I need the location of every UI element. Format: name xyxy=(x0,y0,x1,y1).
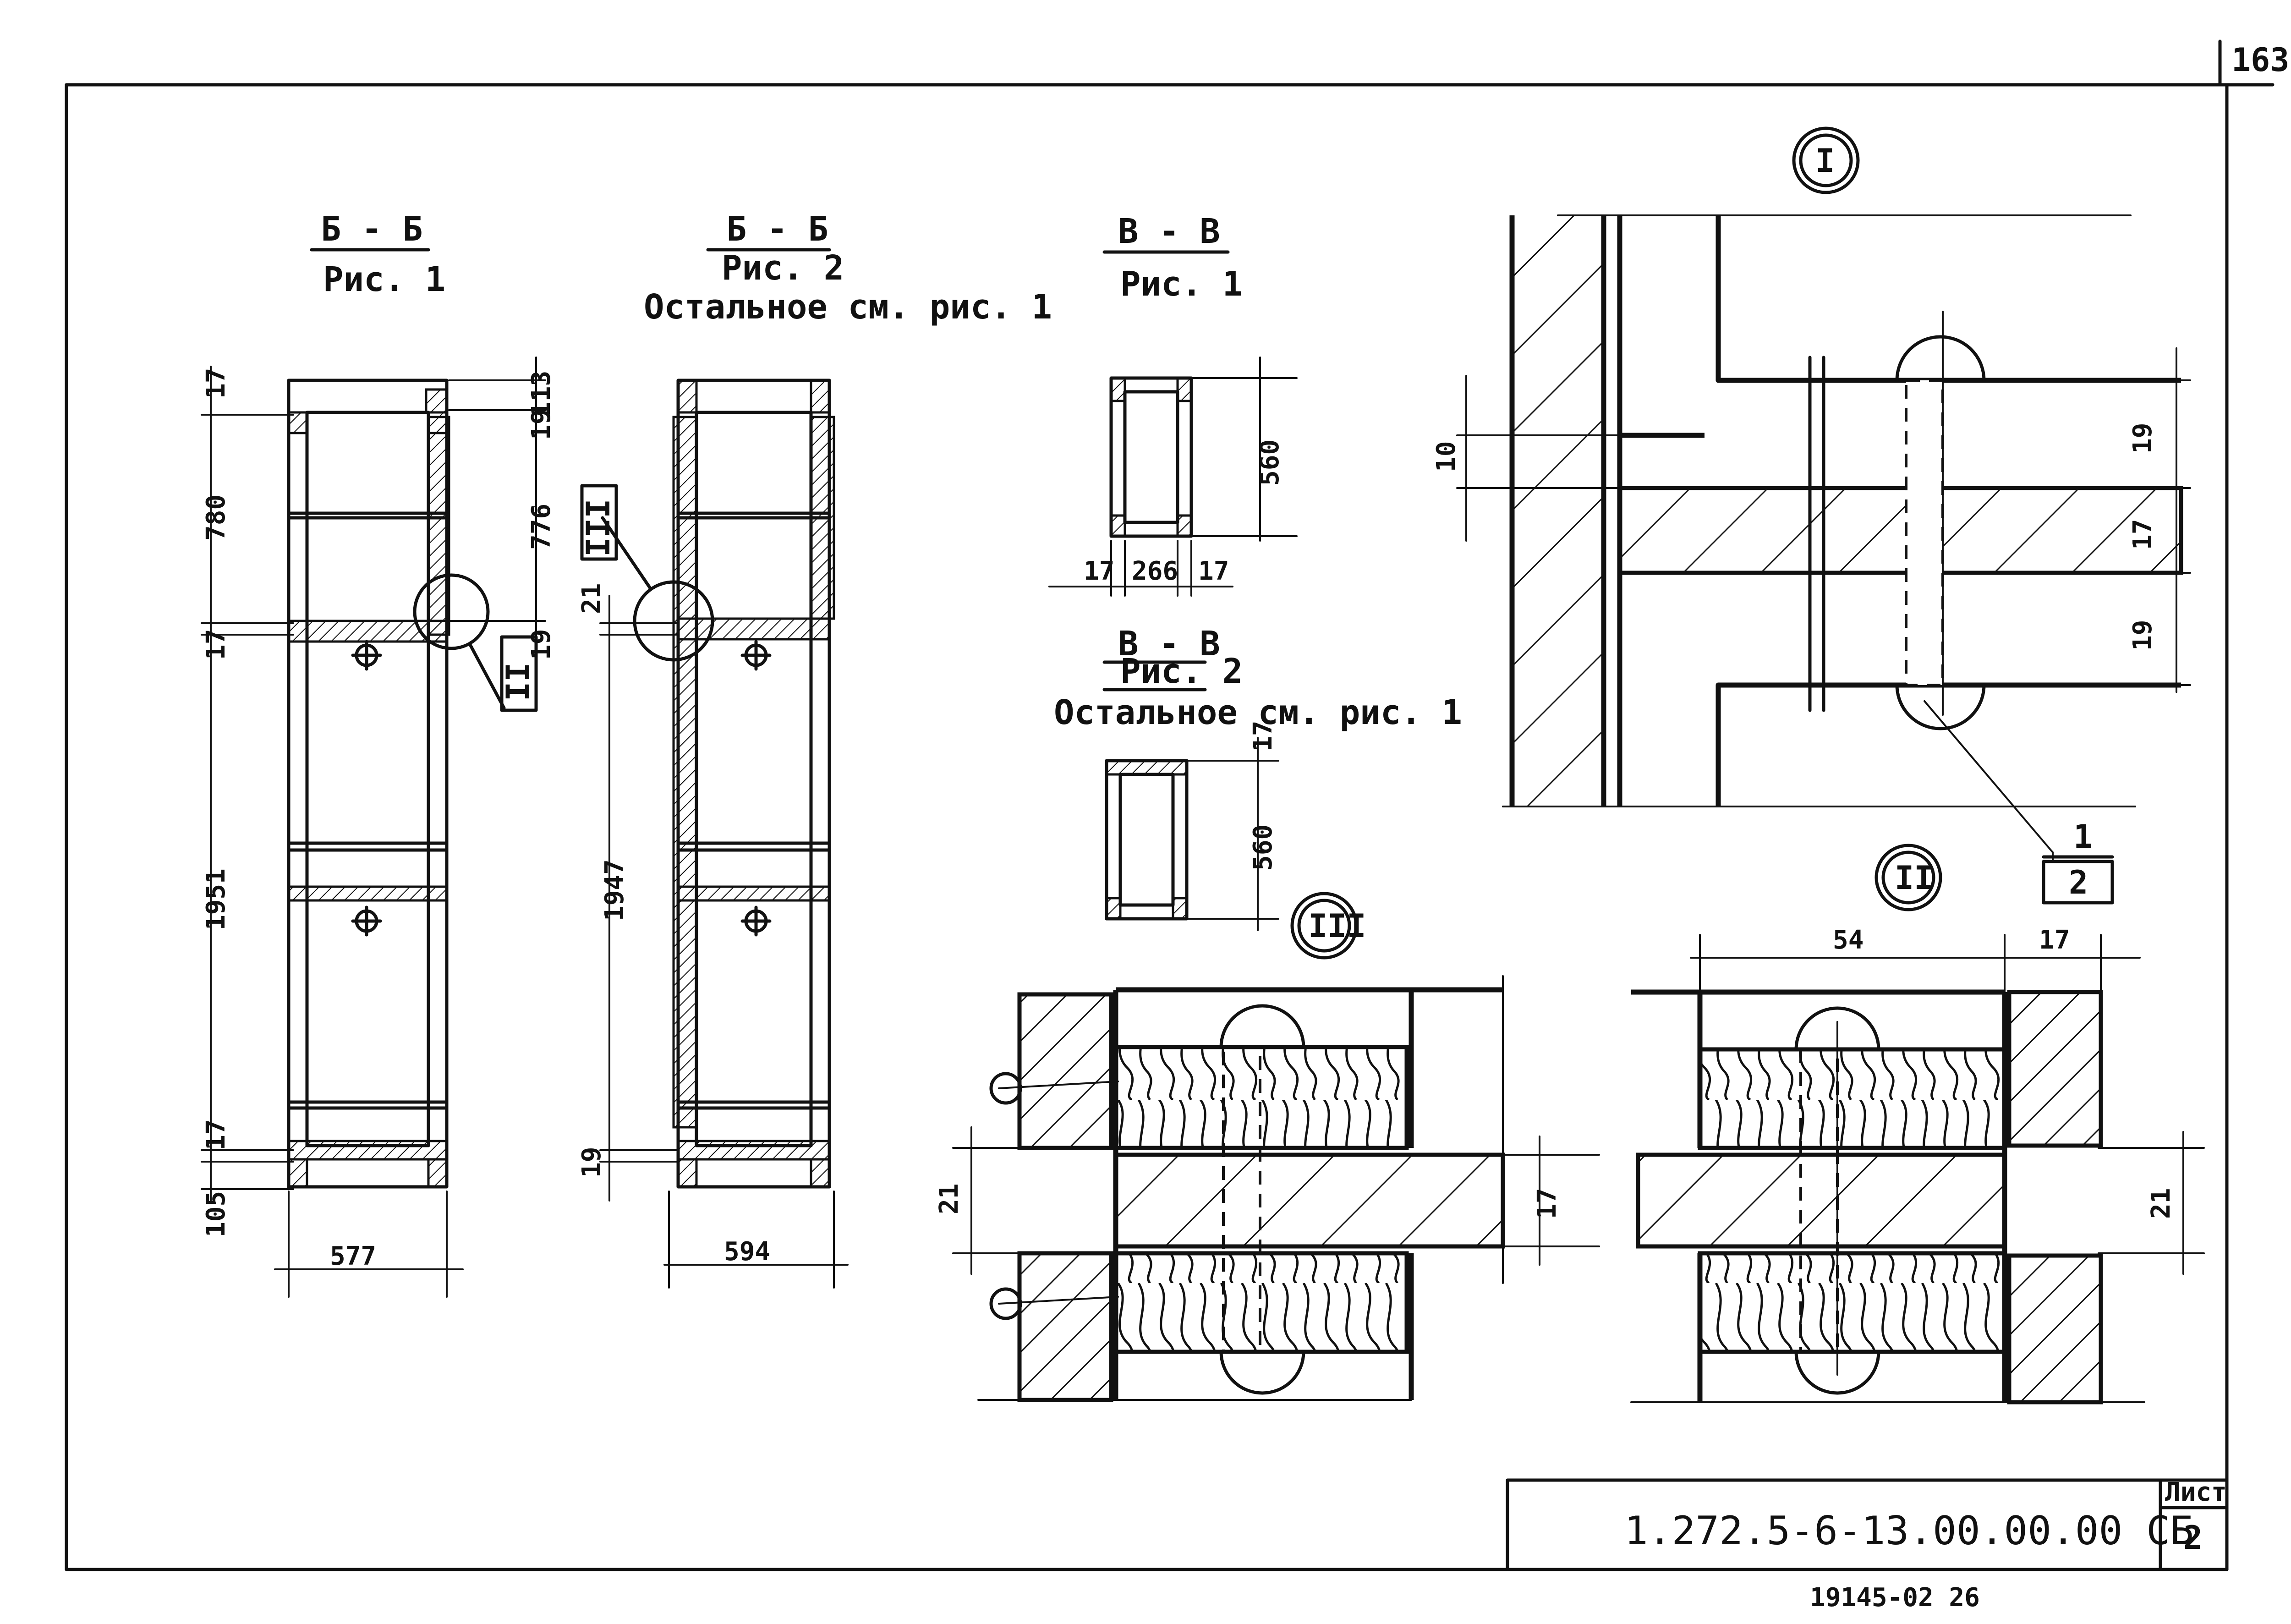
view-title: Б - Б xyxy=(726,209,828,249)
dim-113: 113 xyxy=(526,371,556,417)
dim-17-top: 17 xyxy=(201,368,231,399)
dim-19: 19 xyxy=(577,1147,607,1178)
dim-560: 560 xyxy=(1248,824,1278,871)
dim-10: 10 xyxy=(1431,441,1461,472)
dim-54: 54 xyxy=(1833,925,1863,955)
view-bb-fig1: Б - Б Рис. 1 xyxy=(201,209,556,1298)
dim-17-bottom: 17 xyxy=(201,1119,231,1150)
view-subtitle: Рис. 2 xyxy=(1120,652,1243,691)
view-subtitle: Рис. 1 xyxy=(323,260,445,299)
detail-I: I 10 19 17 19 1 xyxy=(1431,126,2191,905)
dim-560: 560 xyxy=(1255,439,1285,486)
dim-1947: 1947 xyxy=(600,859,630,921)
dim-17-right: 17 xyxy=(1198,556,1229,586)
dim-17: 17 xyxy=(1532,1188,1562,1219)
view-vv-fig2: В - В Рис. 2 Остальное см. рис. 1 17 560 xyxy=(1054,624,1462,931)
dim-17-mid: 17 xyxy=(201,629,231,660)
view-title: В - В xyxy=(1118,212,1220,251)
view-bb-fig2: Б - Б Рис. 2 Остальное см. рис. 1 xyxy=(577,209,1052,1289)
dim-19-bottom: 19 xyxy=(2128,620,2158,651)
callout-top: 1 xyxy=(2073,818,2093,856)
dim-21: 21 xyxy=(934,1184,964,1214)
dim-19-bottom: 19 xyxy=(526,629,556,660)
sheet-number: 2 xyxy=(2183,1519,2203,1557)
dim-594: 594 xyxy=(724,1237,770,1267)
sheet-label: Лист xyxy=(2165,1477,2227,1507)
dim-19-top: 19 xyxy=(2128,423,2158,454)
view-subtitle: Рис. 2 xyxy=(722,248,844,288)
view-note: Остальное см. рис. 1 xyxy=(644,287,1052,327)
view-note: Остальное см. рис. 1 xyxy=(1054,693,1462,732)
detail-II: II 54 17 21 xyxy=(1630,844,2205,1405)
sheet-frame: 163 xyxy=(65,39,2289,1571)
dim-17-left: 17 xyxy=(1084,556,1114,586)
detail-mark-II: II xyxy=(1895,859,1933,897)
detail-III: III 21 17 xyxy=(934,892,1600,1402)
view-vv-fig1: В - В Рис. 1 560 17 266 17 xyxy=(1048,212,1298,597)
dim-21: 21 xyxy=(2146,1188,2176,1219)
dim-19-top: 19 xyxy=(526,409,556,440)
page-number: 163 xyxy=(2231,41,2289,79)
dim-776: 776 xyxy=(526,504,556,550)
dim-17: 17 xyxy=(2039,925,2070,955)
view-title: В - В xyxy=(1118,624,1220,664)
view-subtitle: Рис. 1 xyxy=(1120,264,1243,304)
dim-17: 17 xyxy=(2128,519,2158,550)
detail-mark-I: I xyxy=(1815,142,1835,180)
detail-mark-III-ref: III xyxy=(580,499,617,557)
dim-266: 266 xyxy=(1132,556,1178,586)
dim-577: 577 xyxy=(330,1241,376,1271)
view-title: Б - Б xyxy=(321,209,423,249)
dim-1951: 1951 xyxy=(201,868,231,930)
drawing-code: 1.272.5-6-13.00.00.00 СБ xyxy=(1624,1508,2194,1554)
detail-mark-III: III xyxy=(1308,907,1366,945)
dim-105: 105 xyxy=(201,1191,231,1237)
dim-21: 21 xyxy=(577,583,607,614)
dim-780: 780 xyxy=(201,494,231,541)
bottom-note: 19145-02 26 xyxy=(1810,1583,1980,1613)
title-block: 1.272.5-6-13.00.00.00 СБ Лист 2 19145-02… xyxy=(1506,1477,2229,1613)
dim-17: 17 xyxy=(1248,721,1278,752)
callout-bottom: 2 xyxy=(2069,864,2088,901)
detail-mark-II-ref: II xyxy=(499,663,537,701)
